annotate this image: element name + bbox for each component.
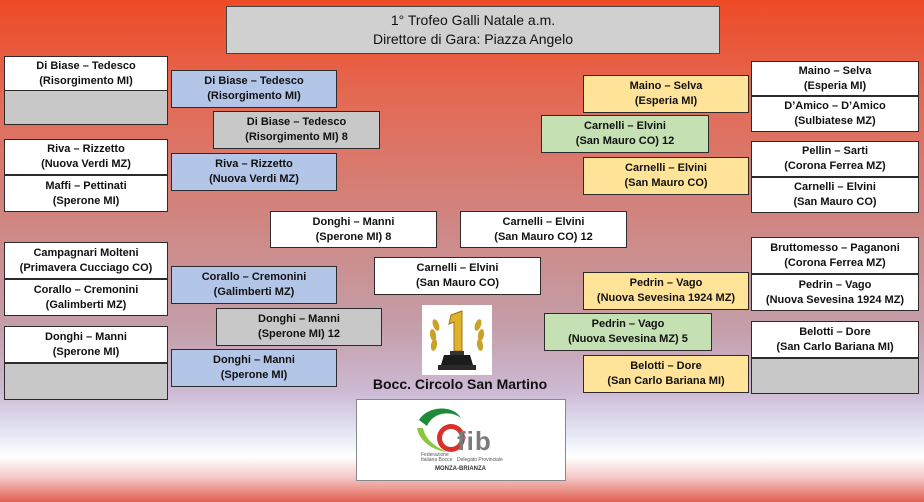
left-r1-team-3: Riva – Rizzetto (Nuova Verdi MZ) xyxy=(4,139,168,175)
team-club-score: (San Mauro CO) 12 xyxy=(575,135,675,147)
team-names: Carnelli – Elvini xyxy=(416,262,499,274)
fib-logo-panel: fib Federazione Italiana Bocce Delegato … xyxy=(356,399,566,481)
right-r1-team-7: Belotti – Dore (San Carlo Bariana MI) xyxy=(751,321,919,358)
left-r2-team-4: Donghi – Manni (Sperone MI) xyxy=(171,349,337,387)
team-names: Carnelli – Elvini xyxy=(584,120,666,132)
team-names: Carnelli – Elvini xyxy=(625,162,707,174)
team-names: Pedrin – Vago xyxy=(629,277,703,289)
right-r3-team-2: Pedrin – Vago (Nuova Sevesina MZ) 5 xyxy=(544,313,712,351)
team-club: (Risorgimento MI) xyxy=(207,90,301,102)
team-names: Belotti – Dore xyxy=(630,360,702,372)
team-club-score: (Nuova Sevesina MZ) 5 xyxy=(568,333,688,345)
team-club: (San Carlo Bariana MI) xyxy=(776,340,894,353)
right-r1-team-8-empty xyxy=(751,358,919,394)
left-semifinal: Donghi – Manni (Sperone MI) 8 xyxy=(270,211,437,248)
team-club-score: (Risorgimento MI) 8 xyxy=(245,131,348,143)
team-names: D’Amico – D’Amico xyxy=(784,100,886,112)
team-club-score: (Sperone MI) 12 xyxy=(258,328,340,340)
race-director: Direttore di Gara: Piazza Angelo xyxy=(373,31,573,47)
team-club: (Galimberti MZ) xyxy=(213,286,295,298)
right-r2-team-1: Maino – Selva (Esperia MI) xyxy=(583,75,749,113)
delegation-label: Delegato Provinciale xyxy=(457,457,503,463)
team-names: Maino – Selva xyxy=(798,64,872,77)
left-r1-team-5: Campagnari Molteni (Primavera Cucciago C… xyxy=(4,242,168,279)
left-r2-team-2: Riva – Rizzetto (Nuova Verdi MZ) xyxy=(171,153,337,191)
left-r2-team-1: Di Biase – Tedesco (Risorgimento MI) xyxy=(171,70,337,108)
right-r2-team-4: Belotti – Dore (San Carlo Bariana MI) xyxy=(583,355,749,393)
right-r2-team-3: Pedrin – Vago (Nuova Sevesina 1924 MZ) xyxy=(583,272,749,310)
right-r1-team-4: Carnelli – Elvini (San Mauro CO) xyxy=(751,177,919,213)
trophy-number-one-icon xyxy=(422,305,492,375)
team-club: (San Mauro CO) xyxy=(624,177,708,189)
venue-name: Bocc. Circolo San Martino xyxy=(372,376,548,392)
team-club: (Corona Ferrea MZ) xyxy=(784,256,886,269)
team-names: Donghi – Manni xyxy=(258,313,340,325)
team-names: Di Biase – Tedesco xyxy=(204,75,304,87)
team-names: Di Biase – Tedesco xyxy=(246,116,347,128)
right-r1-team-3: Pellin – Sarti (Corona Ferrea MZ) xyxy=(751,141,919,177)
team-club: (Nuova Sevesina 1924 MZ) xyxy=(765,293,905,306)
team-club: (Sulbiatese MZ) xyxy=(794,115,876,127)
right-r2-team-2: Carnelli – Elvini (San Mauro CO) xyxy=(583,157,749,195)
right-r1-team-1: Maino – Selva (Esperia MI) xyxy=(751,61,919,96)
team-names: Carnelli – Elvini xyxy=(502,215,585,228)
left-r1-team-8-empty xyxy=(4,363,168,400)
right-r1-team-6: Pedrin – Vago (Nuova Sevesina 1924 MZ) xyxy=(751,274,919,311)
team-club: (Esperia MI) xyxy=(634,95,698,107)
fib-logo-icon xyxy=(417,408,465,452)
team-club: (Risorgimento MI) xyxy=(39,74,133,87)
team-names: Corallo – Cremonini xyxy=(33,283,139,296)
right-r1-team-2: D’Amico – D’Amico (Sulbiatese MZ) xyxy=(751,96,919,132)
team-names: Belotti – Dore xyxy=(799,325,871,338)
team-names: Carnelli – Elvini xyxy=(794,181,876,193)
federation-line-1: Federazione xyxy=(421,452,449,458)
tournament-title: 1° Trofeo Galli Natale a.m. Direttore di… xyxy=(226,6,720,54)
team-names: Pedrin – Vago xyxy=(798,278,872,291)
team-club: (San Mauro CO) xyxy=(793,196,877,208)
team-club-score: (Sperone MI) 8 xyxy=(315,230,392,243)
team-names: Corallo – Cremonini xyxy=(201,271,307,283)
team-names: Pedrin – Vago xyxy=(591,318,665,330)
team-names: Donghi – Manni xyxy=(312,215,395,228)
team-club: (Nuova Verdi MZ) xyxy=(209,173,299,185)
team-names: Campagnari Molteni xyxy=(33,246,139,259)
right-semifinal: Carnelli – Elvini (San Mauro CO) 12 xyxy=(460,211,627,248)
team-club: (Esperia MI) xyxy=(803,79,867,92)
team-names: Riva – Rizzetto xyxy=(215,158,293,170)
team-club: (Nuova Verdi MZ) xyxy=(41,158,131,170)
team-club: (Sperone MI) xyxy=(220,369,288,381)
team-club: (Galimberti MZ) xyxy=(45,298,127,311)
left-r3-team-2: Donghi – Manni (Sperone MI) 12 xyxy=(216,308,382,346)
team-club: (Primavera Cucciago CO) xyxy=(19,261,153,274)
left-r1-team-2-empty xyxy=(4,90,168,125)
left-r1-team-6: Corallo – Cremonini (Galimberti MZ) xyxy=(4,279,168,316)
team-names: Bruttomesso – Paganoni xyxy=(770,241,900,254)
left-r2-team-3: Corallo – Cremonini (Galimberti MZ) xyxy=(171,266,337,304)
team-names: Riva – Rizzetto xyxy=(47,143,125,155)
team-names: Maino – Selva xyxy=(629,80,703,92)
left-r1-team-7: Donghi – Manni (Sperone MI) xyxy=(4,326,168,363)
team-names: Di Biase – Tedesco xyxy=(36,59,136,72)
team-club: (Sperone MI) xyxy=(52,345,120,358)
team-club: (San Mauro CO) xyxy=(415,277,500,289)
province-label: MONZA-BRIANZA xyxy=(435,466,486,472)
left-r3-team-1: Di Biase – Tedesco (Risorgimento MI) 8 xyxy=(213,111,380,149)
team-names: Maffi – Pettinati xyxy=(45,179,127,192)
team-names: Pellin – Sarti xyxy=(801,145,869,157)
team-club-score: (San Mauro CO) 12 xyxy=(494,230,593,243)
left-r1-team-1: Di Biase – Tedesco (Risorgimento MI) xyxy=(4,56,168,91)
right-r3-team-1: Carnelli – Elvini (San Mauro CO) 12 xyxy=(541,115,709,153)
right-r1-team-5: Bruttomesso – Paganoni (Corona Ferrea MZ… xyxy=(751,237,919,274)
fib-brand-text: fib xyxy=(457,426,492,456)
tournament-name: 1° Trofeo Galli Natale a.m. xyxy=(390,12,556,28)
team-club: (San Carlo Bariana MI) xyxy=(607,375,725,387)
left-r1-team-4: Maffi – Pettinati (Sperone MI) xyxy=(4,175,168,212)
team-names: Donghi – Manni xyxy=(213,354,295,366)
final-winner: Carnelli – Elvini (San Mauro CO) xyxy=(374,257,541,295)
team-names: Donghi – Manni xyxy=(45,330,127,343)
team-club: (Sperone MI) xyxy=(52,194,120,207)
federation-line-2: Italiana Bocce xyxy=(421,457,453,463)
team-club: (Nuova Sevesina 1924 MZ) xyxy=(596,292,736,304)
team-club: (Corona Ferrea MZ) xyxy=(784,160,886,172)
